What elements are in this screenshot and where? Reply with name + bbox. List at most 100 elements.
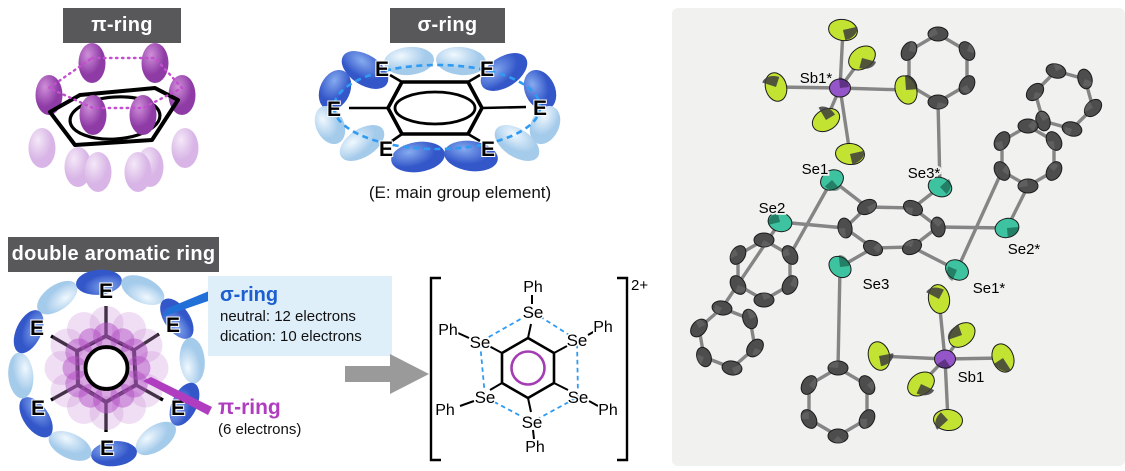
atom-label: Sb1* <box>800 70 833 87</box>
pi-note: π-ring (6 electrons) <box>218 396 368 440</box>
se-atom <box>994 217 1020 239</box>
pi-front-lobe <box>79 95 107 135</box>
atom-label: Sb1 <box>958 369 985 386</box>
se-dashed-ring <box>479 310 579 424</box>
sb-atom <box>829 77 851 98</box>
pi-lower-lobes <box>28 128 199 192</box>
e-label: E <box>327 98 341 121</box>
charge-label: 2+ <box>631 277 648 294</box>
c-atom <box>1083 98 1103 118</box>
f-atom <box>933 408 963 432</box>
atom-label: Se2 <box>759 200 786 217</box>
e-label: E <box>480 58 494 81</box>
c-atom <box>800 375 818 395</box>
sigma-note-title: σ-ring <box>220 284 279 306</box>
benzene-hexagon <box>48 86 180 147</box>
double-ring-title: double aromatic ring <box>11 243 216 265</box>
e-bonds <box>349 73 527 143</box>
pi-ring-header: π-ring <box>63 8 181 43</box>
benzene-circle <box>83 345 130 391</box>
e-label: E <box>166 314 180 337</box>
e-label: E <box>100 437 114 460</box>
se-atom <box>927 176 953 198</box>
c-atom <box>753 290 775 308</box>
c-atom <box>690 318 708 338</box>
c-atom <box>856 198 878 216</box>
atom-label: Se3 <box>863 276 890 293</box>
c-se-bonds <box>488 323 569 413</box>
c-atom <box>1017 118 1039 134</box>
c-atom <box>927 94 949 110</box>
se-label: Se <box>567 331 588 350</box>
double-ring-diagram: E E E E E E <box>8 269 214 467</box>
sb-atom <box>934 349 956 369</box>
c-atom <box>1045 161 1063 181</box>
c-atom <box>1077 68 1095 90</box>
f-atom <box>811 106 841 133</box>
c-atom <box>993 131 1011 151</box>
brackets <box>429 276 629 462</box>
e-labels: E E E E E E <box>326 57 548 162</box>
se-ph-bonds <box>457 295 599 440</box>
atom-label: Se2* <box>1008 241 1041 258</box>
se-atom <box>820 169 844 191</box>
c-atom <box>696 346 712 368</box>
aromatic-circle <box>510 350 546 386</box>
pi-note-line1: (6 electrons) <box>218 421 302 438</box>
c-atom <box>958 75 976 95</box>
c-atom <box>780 245 799 265</box>
arrow-right-icon <box>345 354 429 394</box>
c-atom <box>1045 131 1063 151</box>
c-atom <box>729 275 748 295</box>
c-atom <box>930 216 946 238</box>
f-atom <box>926 284 951 314</box>
f-atom <box>991 343 1015 373</box>
e-label: E <box>379 138 393 161</box>
c-atom <box>742 308 758 330</box>
pi-upper-lobes <box>35 43 196 115</box>
pi-cloud <box>44 306 169 430</box>
c-atom <box>837 217 853 239</box>
c-atom <box>927 26 949 42</box>
f-atom <box>828 18 858 42</box>
double-ring-header: double aromatic ring <box>8 237 219 272</box>
c-atom <box>901 238 923 256</box>
pi-ring-title: π-ring <box>91 14 153 36</box>
c-atom <box>900 41 918 61</box>
sigma-ring-diagram: E E E E E E <box>314 46 561 173</box>
sigma-note-line2: dication: 10 electrons <box>220 328 362 345</box>
ph-label: Ph <box>525 439 545 456</box>
pi-front-lobe <box>129 95 157 135</box>
c-atom <box>858 409 876 429</box>
ph-label: Ph <box>438 322 458 339</box>
benzene-hexagon <box>386 80 484 136</box>
atom-label: Se1 <box>802 161 829 178</box>
se-atom <box>828 255 852 279</box>
c-atom <box>958 41 976 61</box>
ph-label: Ph <box>523 279 543 296</box>
e-label: E <box>30 317 44 340</box>
f-atom <box>848 45 877 71</box>
pi-dotted-ring <box>46 56 184 110</box>
c-atom <box>1025 82 1045 102</box>
sigma-ring-header: σ-ring <box>390 8 505 43</box>
c-atom <box>728 245 747 265</box>
f-atom <box>894 75 918 105</box>
c-atom <box>862 239 884 257</box>
f-atom <box>835 142 865 166</box>
atom-label: Se1* <box>973 280 1006 297</box>
e-label: E <box>31 397 45 420</box>
f-atom <box>907 371 935 397</box>
e-label: E <box>533 97 547 120</box>
c-atom <box>711 300 733 317</box>
sigma-dashed-ring <box>332 63 542 151</box>
f-atom <box>762 72 788 102</box>
e-label: E <box>481 138 495 161</box>
se-label: Se <box>475 388 496 407</box>
c-atom <box>721 360 743 376</box>
benzene-circle <box>68 95 162 141</box>
